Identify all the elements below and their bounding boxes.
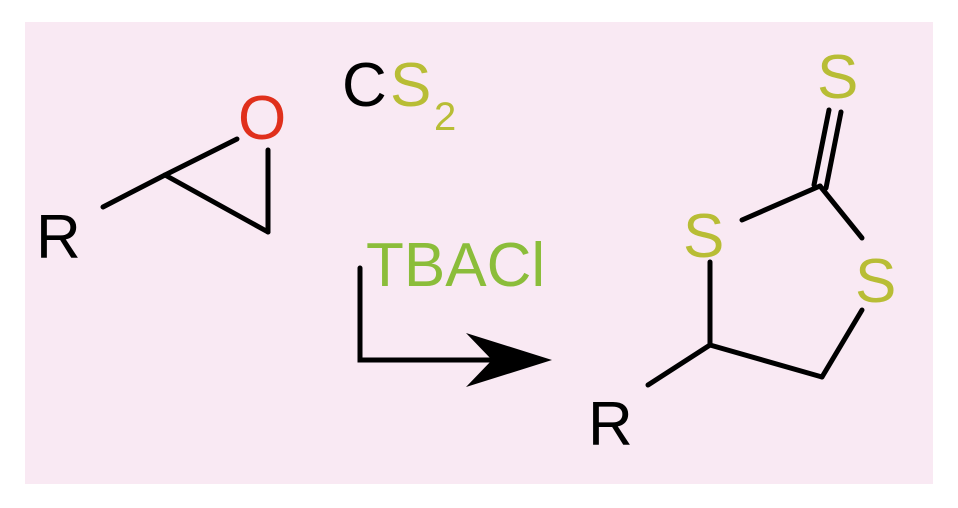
bond-c4-c5 [707, 342, 825, 380]
bond-c2-s-left [739, 183, 823, 223]
catalyst-label: TBACl [366, 231, 545, 300]
diagram-background [25, 22, 933, 484]
trithiocarbonate-product: S S S R [588, 43, 896, 459]
carbon-disulfide-reagent: C S 2 [342, 51, 456, 139]
epoxide-reactant: R O [36, 84, 286, 272]
bond-c2-s-right [817, 183, 865, 241]
oxygen-atom: O [238, 84, 286, 153]
r-group-product: R [588, 390, 633, 459]
ring-sulfur-left: S [683, 202, 724, 271]
bond-c4-r [645, 342, 713, 388]
bond-epoxide-c1-c2 [162, 172, 271, 235]
bond-epoxide-c1-o [162, 136, 240, 178]
bond-thione-double-a [811, 107, 832, 188]
bond-c5-s-right [819, 307, 865, 380]
reagent-sulfur-subscript: 2 [434, 95, 456, 139]
arrow-shaft [357, 265, 495, 363]
thione-sulfur: S [817, 43, 858, 112]
bond-thione-double-b [823, 109, 844, 191]
reaction-arrow-icon [357, 265, 552, 387]
reagent-carbon: C [342, 51, 387, 120]
arrow-head [466, 333, 552, 387]
ring-sulfur-right: S [855, 247, 896, 316]
reagent-sulfur: S [390, 51, 431, 120]
bond-r-to-epoxide [100, 172, 168, 210]
r-group-reactant: R [36, 203, 81, 272]
